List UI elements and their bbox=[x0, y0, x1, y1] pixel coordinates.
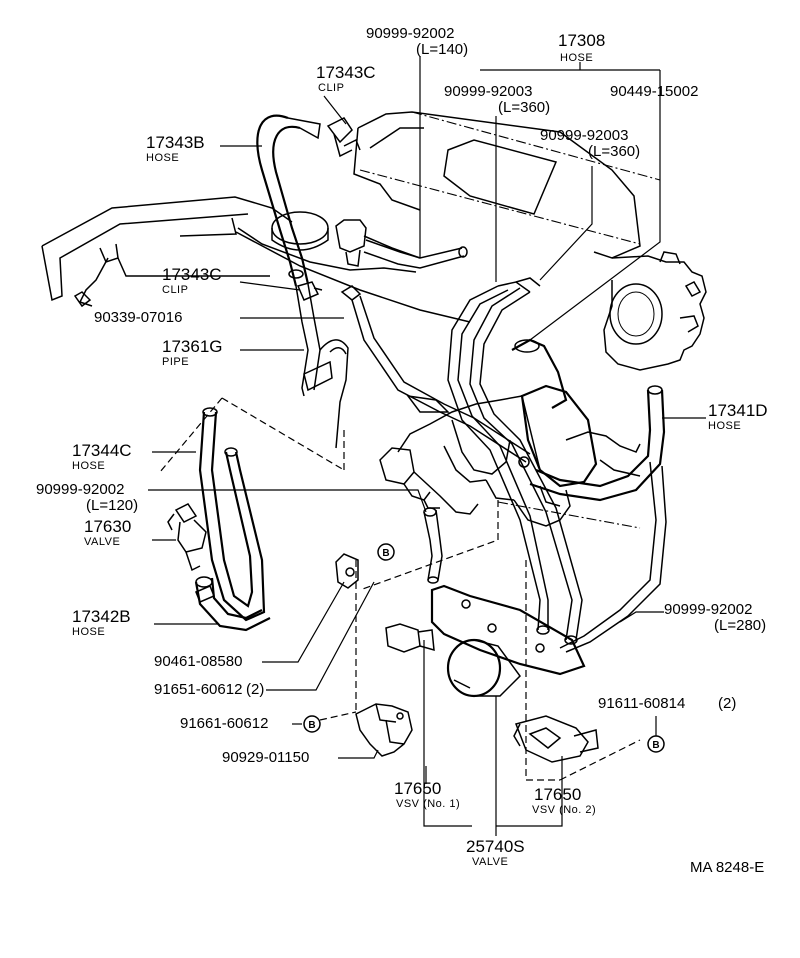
label-90461-08580: 90461-08580 bbox=[154, 653, 242, 670]
label-91611-60814: 91611-60814 bbox=[598, 695, 685, 712]
marker-b-right: B bbox=[647, 735, 665, 753]
label-90999-92003-b: 90999-92003 bbox=[540, 127, 628, 144]
marker-b-group: B B B bbox=[303, 543, 665, 753]
label-17361g-type: PIPE bbox=[162, 356, 189, 368]
label-90449-15002: 90449-15002 bbox=[610, 83, 698, 100]
label-91651-60612-qty: (2) bbox=[246, 681, 264, 698]
marker-b-left: B bbox=[303, 715, 321, 733]
label-91651-60612: 91651-60612 bbox=[154, 681, 242, 698]
label-17650-no1-type: VSV (No. 1) bbox=[396, 798, 460, 810]
label-90999-92002-l280-length: (L=280) bbox=[714, 617, 766, 634]
label-17341d: 17341D bbox=[708, 401, 768, 420]
label-17308-type: HOSE bbox=[560, 52, 593, 64]
label-17650-no1: 17650 bbox=[394, 779, 441, 798]
label-17342b: 17342B bbox=[72, 607, 131, 626]
label-17344c: 17344C bbox=[72, 441, 132, 460]
marker-b-left-text: B bbox=[308, 720, 315, 731]
label-17343c-mid: 17343C bbox=[162, 265, 222, 284]
marker-b-upper: B bbox=[377, 543, 395, 561]
part-labels: 90999-92002 (L=140) 17308 HOSE 17343C CL… bbox=[36, 25, 768, 876]
label-17341d-type: HOSE bbox=[708, 420, 741, 432]
label-25740s: 25740S bbox=[466, 837, 525, 856]
label-90999-92002-l120-length: (L=120) bbox=[86, 497, 138, 514]
marker-b-upper-text: B bbox=[382, 548, 389, 559]
label-91661-60612: 91661-60612 bbox=[180, 715, 268, 732]
label-17650-no2: 17650 bbox=[534, 785, 581, 804]
label-90999-92002-l280: 90999-92002 bbox=[664, 601, 752, 618]
label-17361g: 17361G bbox=[162, 337, 223, 356]
label-90929-01150: 90929-01150 bbox=[222, 749, 309, 766]
label-90999-92003-b-length: (L=360) bbox=[588, 143, 640, 160]
label-90999-92003-a-length: (L=360) bbox=[498, 99, 550, 116]
label-17343b: 17343B bbox=[146, 133, 205, 152]
vsv-bracket-assembly bbox=[335, 553, 599, 763]
label-17630: 17630 bbox=[84, 517, 131, 536]
label-90999-92002-l140: 90999-92002 bbox=[366, 25, 454, 42]
label-17343b-type: HOSE bbox=[146, 152, 179, 164]
hose-routing bbox=[159, 114, 667, 781]
label-90999-92002-l140-length: (L=140) bbox=[416, 41, 468, 58]
label-90999-92002-l120: 90999-92002 bbox=[36, 481, 124, 498]
label-90339-07016: 90339-07016 bbox=[94, 309, 182, 326]
leader-lines bbox=[148, 56, 706, 836]
label-17308: 17308 bbox=[558, 31, 605, 50]
label-17344c-type: HOSE bbox=[72, 460, 105, 472]
figure-code: MA 8248-E bbox=[690, 859, 764, 876]
label-17342b-type: HOSE bbox=[72, 626, 105, 638]
label-17343c-top-type: CLIP bbox=[318, 82, 344, 94]
label-90999-92003-a: 90999-92003 bbox=[444, 83, 532, 100]
label-17630-type: VALVE bbox=[84, 536, 120, 548]
label-17343c-mid-type: CLIP bbox=[162, 284, 188, 296]
label-17650-no2-type: VSV (No. 2) bbox=[532, 804, 596, 816]
label-25740s-type: VALVE bbox=[472, 856, 508, 868]
label-91611-60814-qty: (2) bbox=[718, 695, 736, 712]
marker-b-right-text: B bbox=[652, 740, 659, 751]
label-17343c-top: 17343C bbox=[316, 63, 376, 82]
